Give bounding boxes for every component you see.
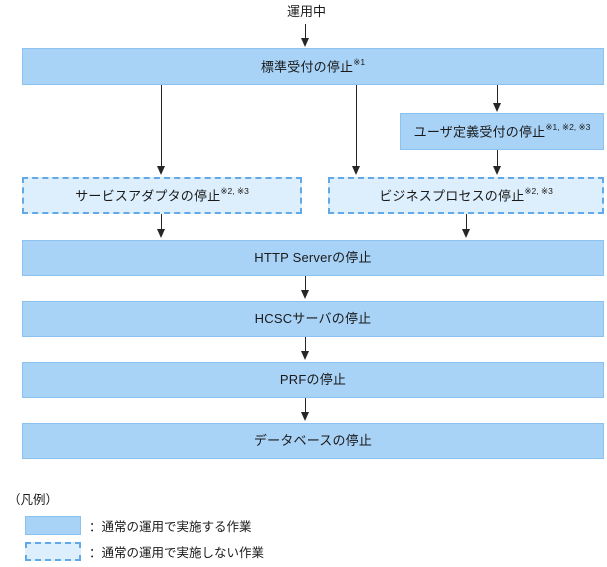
node-http-server-stop-label: HTTP Serverの停止 xyxy=(254,250,371,266)
node-database-stop[interactable]: データベースの停止 xyxy=(22,423,604,459)
node-hcsc-server-stop-label: HCSCサーバの停止 xyxy=(255,311,372,327)
node-hcsc-server-stop[interactable]: HCSCサーバの停止 xyxy=(22,301,604,337)
node-standard-reception-stop-label: 標準受付の停止※1 xyxy=(260,56,366,76)
node-user-defined-reception-stop-note: ※1, ※2, ※3 xyxy=(545,121,591,132)
node-user-defined-reception-stop-text: ユーザ定義受付の停止 xyxy=(413,124,546,140)
legend-label-normal-operation: ：通常の運用で実施する作業 xyxy=(89,520,252,534)
node-hcsc-server-stop-text: HCSCサーバの停止 xyxy=(254,310,372,326)
legend-swatch-dashed xyxy=(25,542,81,561)
node-http-server-stop[interactable]: HTTP Serverの停止 xyxy=(22,240,604,276)
node-user-defined-reception-stop[interactable]: ユーザ定義受付の停止※1, ※2, ※3 xyxy=(400,113,604,150)
node-prf-stop[interactable]: PRFの停止 xyxy=(22,362,604,398)
node-service-adapter-stop[interactable]: サービスアダプタの停止※2, ※3 xyxy=(22,177,302,214)
node-business-process-stop-text: ビジネスプロセスの停止 xyxy=(379,188,525,204)
node-database-stop-text: データベースの停止 xyxy=(253,432,373,448)
legend-title: （凡例） xyxy=(8,493,59,507)
node-business-process-stop-note: ※2, ※3 xyxy=(524,185,553,196)
node-service-adapter-stop-text: サービスアダプタの停止 xyxy=(75,188,221,204)
start-label: 運用中 xyxy=(287,4,327,19)
legend-row-normal-operation: ：通常の運用で実施する作業 xyxy=(25,516,252,535)
node-standard-reception-stop[interactable]: 標準受付の停止※1 xyxy=(22,48,604,85)
node-service-adapter-stop-label: サービスアダプタの停止※2, ※3 xyxy=(75,185,249,205)
node-http-server-stop-text: HTTP Serverの停止 xyxy=(254,249,372,265)
legend-swatch-solid xyxy=(25,516,81,535)
legend-row-non-normal-operation: ：通常の運用で実施しない作業 xyxy=(25,542,264,561)
node-service-adapter-stop-note: ※2, ※3 xyxy=(220,185,249,196)
node-standard-reception-stop-note: ※1 xyxy=(353,56,366,67)
node-business-process-stop-label: ビジネスプロセスの停止※2, ※3 xyxy=(379,185,553,205)
node-standard-reception-stop-text: 標準受付の停止 xyxy=(260,59,354,75)
legend-label-non-normal-operation: ：通常の運用で実施しない作業 xyxy=(89,546,265,560)
node-prf-stop-text: PRFの停止 xyxy=(279,371,347,387)
node-prf-stop-label: PRFの停止 xyxy=(280,372,346,388)
node-user-defined-reception-stop-label: ユーザ定義受付の停止※1, ※2, ※3 xyxy=(413,121,591,141)
node-business-process-stop[interactable]: ビジネスプロセスの停止※2, ※3 xyxy=(328,177,604,214)
node-database-stop-label: データベースの停止 xyxy=(254,433,372,449)
